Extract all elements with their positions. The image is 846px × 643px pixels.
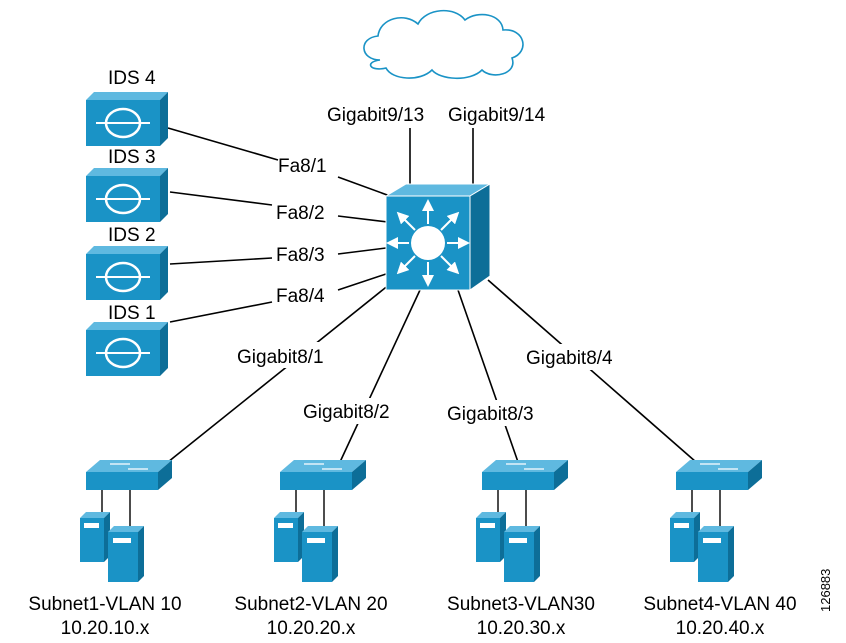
server-icon: [108, 526, 144, 582]
access-link-4: [487, 279, 697, 463]
label-bg-1: [232, 342, 360, 368]
label-bg-2: [298, 398, 402, 424]
server-icon: [698, 526, 734, 582]
access-link-2: [339, 289, 421, 463]
ids2-link: [169, 257, 273, 265]
ids-sensor-1: [86, 322, 168, 376]
ids4-link: [167, 127, 279, 161]
cloud-icon: [363, 9, 524, 80]
ids3-port-label: Fa8/2: [276, 203, 325, 224]
workgroup-switch-icon: [280, 460, 366, 490]
workgroup-switch-icon: [482, 460, 568, 490]
access-port-label-1: Gigabit8/1: [237, 347, 324, 368]
ids-sensor-icon: [86, 246, 168, 300]
uplink-label-2: Gigabit9/14: [448, 105, 546, 126]
ids-sensor-icon: [86, 322, 168, 376]
ids-sensor-icon: [86, 92, 168, 146]
ids1-link: [169, 301, 273, 323]
subnet-3-group: [476, 460, 568, 582]
ids2-label: IDS 2: [108, 225, 156, 246]
ids2-port-label: Fa8/3: [276, 245, 325, 266]
access-link-3: [457, 289, 519, 463]
ids4-label: IDS 4: [108, 68, 156, 89]
server-icon: [476, 512, 506, 562]
server-icon: [302, 526, 338, 582]
subnet-1-group: [80, 460, 172, 582]
server-icon: [80, 512, 110, 562]
ids1-port-label: Fa8/4: [276, 286, 325, 307]
subnet-1-name: Subnet1-VLAN 10: [28, 594, 181, 615]
subnet-2-network: 10.20.20.x: [267, 618, 356, 639]
subnet-3-network: 10.20.30.x: [477, 618, 566, 639]
label-bg-3: [442, 400, 548, 426]
subnet-3-name: Subnet3-VLAN30: [447, 594, 595, 615]
subnet-2-group: [274, 460, 366, 582]
server-icon: [504, 526, 540, 582]
subnet-4-group: [670, 460, 762, 582]
layer3-switch-icon: [384, 183, 492, 291]
workgroup-switch-icon: [676, 460, 762, 490]
ids-sensor-3: [86, 168, 168, 222]
figure-id: 126883: [818, 569, 833, 612]
subnet-4-name: Subnet4-VLAN 40: [643, 594, 796, 615]
ids3-label: IDS 3: [108, 147, 156, 168]
server-icon: [274, 512, 304, 562]
label-bg-4: [522, 344, 630, 370]
access-port-label-2: Gigabit8/2: [303, 402, 390, 423]
subnet-1-network: 10.20.10.x: [61, 618, 150, 639]
ids1-link-b: [337, 273, 387, 291]
access-link-1: [167, 283, 391, 463]
workgroup-switch-icon: [86, 460, 172, 490]
ids-sensor-2: [86, 246, 168, 300]
subnet-4-network: 10.20.40.x: [676, 618, 765, 639]
server-icon: [670, 512, 700, 562]
ids3-link: [169, 191, 273, 206]
ids-sensor-4: [86, 92, 168, 146]
ids1-label: IDS 1: [108, 303, 156, 324]
ids4-link-b: [337, 176, 391, 197]
ids3-link-b: [337, 215, 389, 223]
access-port-label-4: Gigabit8/4: [526, 348, 613, 369]
access-port-label-3: Gigabit8/3: [447, 404, 534, 425]
ids4-port-label: Fa8/1: [278, 156, 327, 177]
ids2-link-b: [337, 247, 387, 255]
subnet-2-name: Subnet2-VLAN 20: [234, 594, 387, 615]
ids-sensor-icon: [86, 168, 168, 222]
uplink-label-1: Gigabit9/13: [327, 105, 424, 126]
